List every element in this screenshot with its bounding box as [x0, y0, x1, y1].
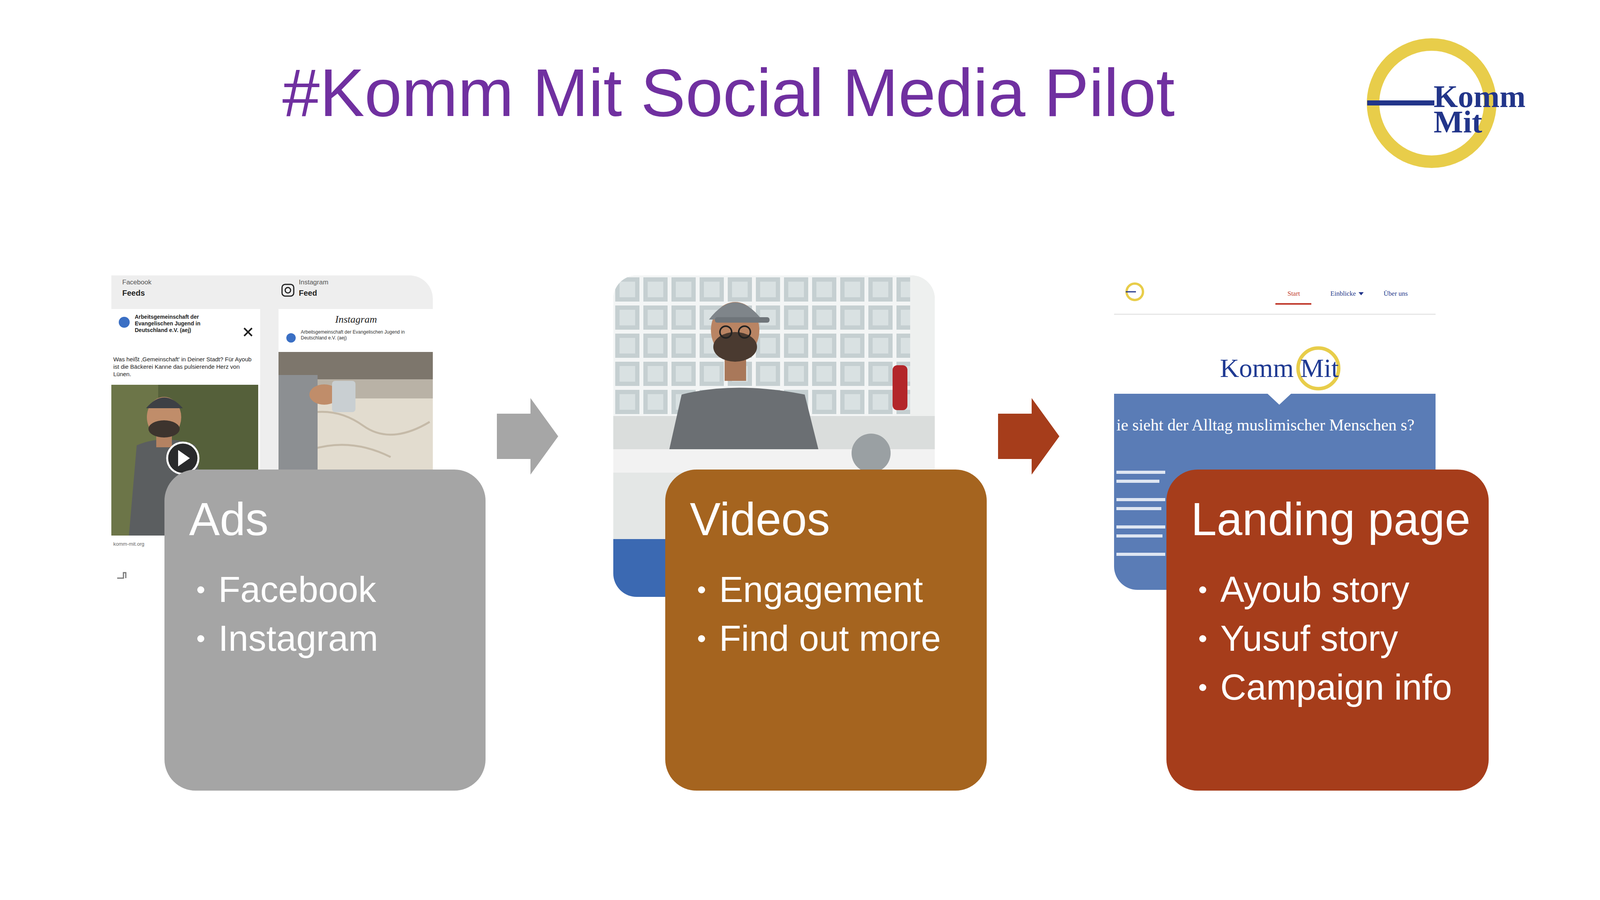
screenshot-text: Instagram [278, 313, 434, 326]
like-icon [117, 572, 129, 579]
nav-line [1114, 313, 1436, 315]
stage-box: Landing pageAyoub storyYusuf storyCampai… [1166, 469, 1489, 791]
box-heading: Videos [689, 491, 972, 547]
fire-extinguisher [892, 365, 908, 411]
screenshot-text: Start [1254, 289, 1333, 299]
logo-text: Komm Mit [1433, 83, 1532, 135]
hero-notch [1267, 393, 1292, 405]
cup [332, 380, 356, 413]
screenshot-text: Über uns [1376, 289, 1416, 299]
instagram-icon [285, 287, 291, 293]
bullet-item: Campaign info [1191, 662, 1474, 712]
text-line [1116, 552, 1166, 556]
close-icon [244, 328, 252, 336]
screenshot-text: Feed [298, 288, 377, 298]
man-figure [148, 420, 180, 438]
bullet-item: Yusuf story [1191, 614, 1474, 663]
instagram-icon [282, 284, 294, 297]
screenshot-text: Was heißt ‚Gemeinschaft' in Deiner Stadt… [113, 355, 256, 378]
text-line [1116, 507, 1162, 511]
instagram-photo [278, 351, 434, 470]
screenshot-text: Instagram [298, 278, 377, 287]
logo-bar [1367, 100, 1435, 106]
box-heading: Ads [189, 491, 470, 547]
play-button [167, 442, 199, 474]
machine [851, 433, 891, 473]
glasses [738, 326, 751, 338]
screenshot-text: Arbeitsgemeinschaft der Evangelischen Ju… [134, 313, 217, 334]
text-line [1116, 525, 1166, 529]
screenshot-text: Facebook [122, 278, 201, 287]
stage-box: VideosEngagementFind out more [665, 469, 987, 791]
aej-logo [118, 316, 130, 328]
screenshot-text: Feeds [122, 288, 201, 298]
text-line [1116, 470, 1166, 474]
bullet-item: Facebook [189, 565, 470, 615]
slide-title: #Komm Mit Social Media Pilot [0, 52, 1458, 133]
dropdown-caret [1358, 292, 1364, 296]
block-arrow [998, 398, 1060, 475]
glasses [719, 326, 732, 338]
play-button [178, 450, 190, 467]
logo-text: Komm Mit [1201, 351, 1358, 385]
marble-table [300, 398, 434, 470]
bullet-item: Find out more [689, 614, 972, 663]
text-line [1116, 479, 1160, 483]
marble-table [304, 411, 430, 458]
active-underline [1275, 303, 1312, 305]
bullet-item: Ayoub story [1191, 565, 1474, 615]
screenshot-text: ie sieht der Alltag muslimischer Mensche… [1116, 414, 1434, 436]
stage-box: AdsFacebookInstagram [164, 469, 486, 791]
mini-logo [1125, 291, 1136, 293]
man-figure [713, 332, 758, 362]
cap [714, 317, 770, 323]
cap [708, 302, 762, 320]
man-figure [146, 397, 183, 409]
screenshot-text: Arbeitsgemeinschaft der Evangelischen Ju… [300, 329, 430, 342]
box-heading: Landing page [1191, 491, 1474, 547]
bullet-item: Instagram [189, 614, 470, 663]
bullet-item: Engagement [689, 565, 972, 615]
block-arrow [496, 398, 559, 475]
text-line [1116, 534, 1163, 538]
screenshot-text: Einblicke [1316, 289, 1356, 299]
screenshot-text: komm-mit.org [113, 541, 161, 548]
aej-logo [286, 333, 296, 343]
text-line [1116, 498, 1166, 502]
